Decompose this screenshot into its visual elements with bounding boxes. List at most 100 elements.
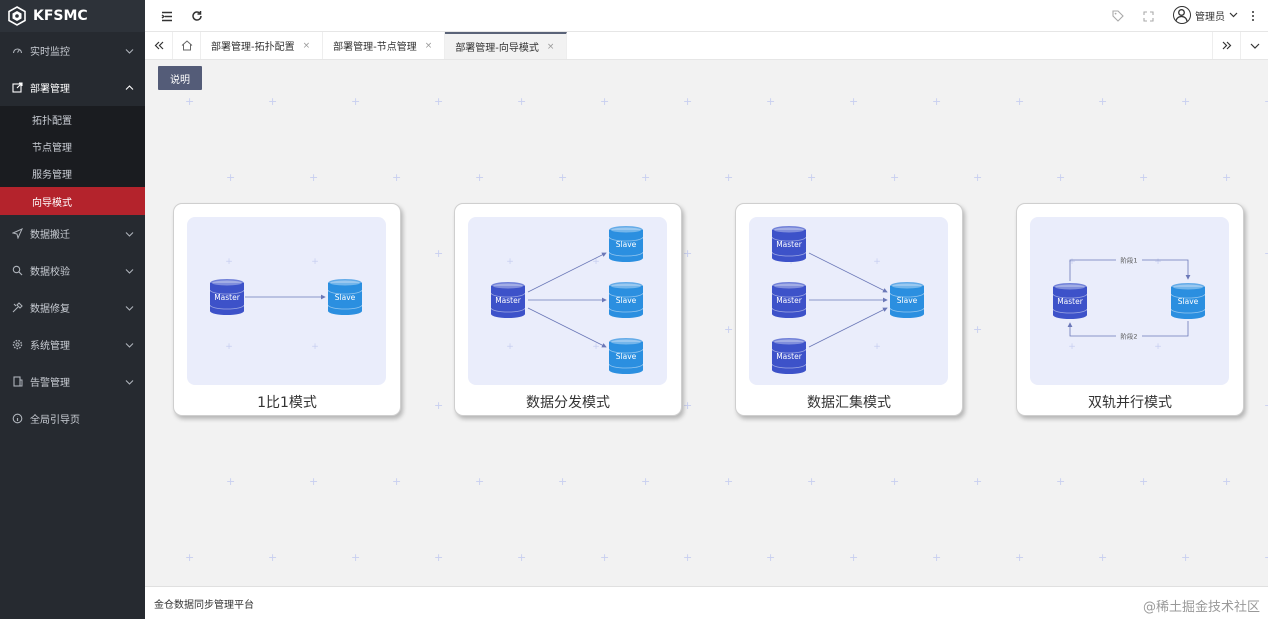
- background-plus-icon: +: [517, 551, 527, 564]
- tabs-scroll-left-icon[interactable]: [145, 32, 173, 59]
- sidebar-item-5[interactable]: 系统管理: [0, 326, 145, 363]
- mode-card-collect[interactable]: ++++ Master Master Master Slave 数据汇集模式: [735, 203, 963, 416]
- gear-icon: [11, 339, 23, 351]
- sidebar-item-0[interactable]: 实时监控: [0, 32, 145, 69]
- app-logo[interactable]: KFSMC: [0, 0, 145, 32]
- info-icon: [11, 413, 23, 425]
- svg-text:+: +: [1154, 257, 1162, 267]
- dashboard-icon: [11, 45, 23, 57]
- master-db-icon: Master: [771, 226, 807, 262]
- tab-0[interactable]: 部署管理-拓扑配置×: [201, 32, 324, 59]
- sidebar-subitem-2[interactable]: 服务管理: [32, 170, 72, 181]
- sidebar-item-4[interactable]: 数据修复: [0, 289, 145, 326]
- avatar: [1173, 6, 1191, 24]
- chevron-down-icon: [125, 340, 134, 349]
- background-plus-icon: +: [1181, 95, 1191, 108]
- background-plus-icon: +: [683, 551, 693, 564]
- chevron-down-icon: [125, 377, 134, 386]
- master-db-icon: Master: [771, 338, 807, 374]
- sidebar-item-1[interactable]: 部署管理: [0, 69, 145, 106]
- close-icon[interactable]: ×: [424, 40, 433, 51]
- background-plus-icon: +: [849, 551, 859, 564]
- svg-text:Master: Master: [1057, 297, 1084, 306]
- explain-button[interactable]: 说明: [158, 66, 202, 90]
- close-icon[interactable]: ×: [302, 40, 311, 51]
- sidebar-item-7[interactable]: 全局引导页: [0, 400, 145, 437]
- svg-text:Slave: Slave: [897, 296, 918, 305]
- background-plus-icon: +: [434, 551, 444, 564]
- background-plus-icon: +: [185, 551, 195, 564]
- background-plus-icon: +: [641, 475, 651, 488]
- background-plus-icon: +: [600, 95, 610, 108]
- search-icon: [11, 265, 23, 277]
- background-plus-icon: +: [434, 399, 444, 412]
- chevron-down-icon: [125, 229, 134, 238]
- svg-text:Master: Master: [214, 293, 241, 302]
- tag-icon[interactable]: [1111, 9, 1125, 23]
- master-db-icon: Master: [209, 279, 245, 315]
- master-db-icon: Master: [1052, 283, 1088, 319]
- mode-card-title: 数据分发模式: [526, 395, 610, 411]
- sidebar-submenu: 拓扑配置节点管理服务管理向导模式: [0, 106, 145, 215]
- user-menu[interactable]: 管理员: [1173, 6, 1238, 24]
- chevron-down-icon: [125, 303, 134, 312]
- mode-card-distribute[interactable]: ++++ Master Slave Slave Slave 数据分发模式: [454, 203, 682, 416]
- sidebar-item-label: 数据校验: [30, 267, 70, 278]
- slave-db-icon: Slave: [889, 282, 925, 318]
- tabs-scroll-right-icon[interactable]: [1212, 32, 1240, 59]
- mode-card-title: 双轨并行模式: [1088, 395, 1172, 411]
- tab-2[interactable]: 部署管理-向导模式 ×: [445, 32, 568, 59]
- background-plus-icon: +: [558, 171, 568, 184]
- sidebar: KFSMC 实时监控部署管理拓扑配置节点管理服务管理向导模式数据搬迁数据校验数据…: [0, 0, 145, 619]
- refresh-icon[interactable]: [190, 9, 204, 23]
- background-plus-icon: +: [1264, 96, 1268, 107]
- chevron-down-icon: [125, 46, 134, 55]
- sidebar-item-label: 告警管理: [30, 378, 70, 389]
- tab-label: 部署管理-节点管理: [333, 42, 417, 53]
- more-vertical-icon[interactable]: [1246, 9, 1260, 23]
- background-plus-icon: +: [683, 399, 693, 412]
- background-plus-icon: +: [973, 323, 983, 336]
- sidebar-item-label: 数据搬迁: [30, 230, 70, 241]
- chevron-down-icon: [125, 266, 134, 275]
- background-plus-icon: +: [807, 475, 817, 488]
- menu-collapse-icon[interactable]: [160, 9, 174, 23]
- sidebar-menu: 实时监控部署管理拓扑配置节点管理服务管理向导模式数据搬迁数据校验数据修复系统管理…: [0, 32, 145, 437]
- svg-text:+: +: [506, 342, 514, 352]
- background-plus-icon: +: [185, 95, 195, 108]
- chevron-down-icon: [1229, 12, 1238, 18]
- footer-watermark-text: @稀土掘金技术社区: [1142, 600, 1260, 615]
- background-plus-icon: +: [1264, 552, 1268, 563]
- sidebar-subitem-3[interactable]: 向导模式: [0, 187, 145, 215]
- background-plus-icon: +: [1056, 475, 1066, 488]
- fullscreen-icon[interactable]: [1141, 9, 1155, 23]
- tabs-dropdown-icon[interactable]: [1240, 32, 1268, 59]
- background-plus-icon: +: [683, 95, 693, 108]
- tab-1[interactable]: 部署管理-节点管理 ×: [323, 32, 446, 59]
- background-plus-icon: +: [1015, 95, 1025, 108]
- close-icon[interactable]: ×: [546, 41, 555, 52]
- background-plus-icon: +: [600, 551, 610, 564]
- background-plus-icon: +: [724, 323, 734, 336]
- sidebar-item-6[interactable]: 告警管理: [0, 363, 145, 400]
- background-plus-icon: +: [766, 551, 776, 564]
- mode-card-one-to-one[interactable]: ++++ Master Slave 1比1模式: [173, 203, 401, 416]
- background-plus-icon: +: [1222, 475, 1232, 488]
- sidebar-item-2[interactable]: 数据搬迁: [0, 215, 145, 252]
- background-plus-icon: +: [932, 551, 942, 564]
- svg-text:+: +: [592, 342, 600, 352]
- sidebar-subitem-0[interactable]: 拓扑配置: [32, 116, 72, 127]
- svg-text:+: +: [1154, 342, 1162, 352]
- background-plus-icon: +: [1264, 400, 1268, 411]
- app-title: KFSMC: [33, 8, 88, 24]
- sidebar-subitem-1[interactable]: 节点管理: [32, 143, 72, 154]
- sidebar-item-3[interactable]: 数据校验: [0, 252, 145, 289]
- svg-text:Slave: Slave: [616, 240, 637, 249]
- background-plus-icon: +: [766, 95, 776, 108]
- svg-text:Master: Master: [776, 352, 803, 361]
- home-tab-icon[interactable]: [173, 32, 201, 59]
- tab-label: 部署管理-向导模式: [455, 43, 539, 54]
- svg-text:+: +: [506, 257, 514, 267]
